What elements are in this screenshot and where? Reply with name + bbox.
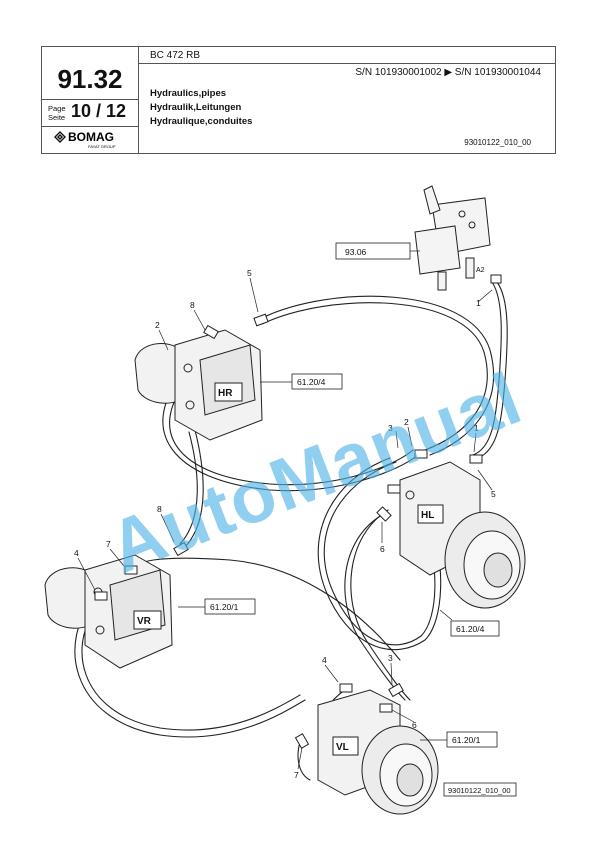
title-en: Hydraulics,pipes (150, 88, 227, 99)
callout-8-mid: 8 (157, 504, 162, 514)
footer-ref: 93010122_010_00 (448, 786, 511, 795)
callout-3-lower: 3 (388, 653, 393, 663)
bomag-logo: BOMAG FAYAT GROUP (54, 130, 116, 149)
label-vl: VL (336, 742, 349, 753)
brand-sub: FAYAT GROUP (88, 144, 116, 149)
model-name: BC 472 RB (150, 50, 201, 61)
ref-box-93-06: 93.06 (345, 247, 367, 257)
callout-1-mid: 1 (474, 423, 479, 433)
group-number: 91.32 (57, 64, 123, 94)
title-fr: Hydraulique,conduites (150, 116, 253, 127)
callout-2-right: 2 (404, 417, 409, 427)
port-a2: A2 (476, 267, 485, 274)
serial-range: S/N 101930001002 ▶ S/N 101930001044 (355, 67, 541, 78)
callout-5-top: 5 (247, 268, 252, 278)
callout-6-lower: 6 (412, 720, 417, 730)
page-label: Page Seite (48, 104, 66, 122)
page-number: 10 / 12 (71, 101, 127, 121)
title-block: BC 472 RB S/N 101930001002 ▶ S/N 1019300… (41, 46, 556, 154)
callout-5-right: 5 (491, 489, 496, 499)
title-de: Hydraulik,Leitungen (150, 102, 242, 113)
ref-box-61-20-1-left: 61.20/1 (210, 602, 239, 612)
callout-6-upper: 6 (380, 544, 385, 554)
callout-2-left: 2 (155, 320, 160, 330)
ref-box-61-20-1-right: 61.20/1 (452, 735, 481, 745)
callout-4-lower: 4 (322, 655, 327, 665)
brand-name: BOMAG (68, 130, 114, 144)
callout-7-left: 7 (106, 539, 111, 549)
label-vr: VR (137, 616, 152, 627)
ref-box-61-20-4-upper: 61.20/4 (297, 377, 326, 387)
callout-8-top: 8 (190, 300, 195, 310)
callout-1-top: 1 (476, 298, 481, 308)
section-titles: Hydraulics,pipes Hydraulik,Leitungen Hyd… (150, 87, 252, 129)
callout-7-lower: 7 (294, 770, 299, 780)
callout-3-upper: 3 (388, 423, 393, 433)
drawing-number: 93010122_010_00 (464, 138, 531, 147)
ref-box-61-20-4-lower: 61.20/4 (456, 624, 485, 634)
hydraulic-diagram: 93.06 61.20/4 61.20/4 61.20/1 61.20/1 93… (44, 185, 526, 815)
callout-4-left: 4 (74, 548, 79, 558)
label-hr: HR (218, 388, 233, 399)
label-hl: HL (421, 510, 434, 521)
